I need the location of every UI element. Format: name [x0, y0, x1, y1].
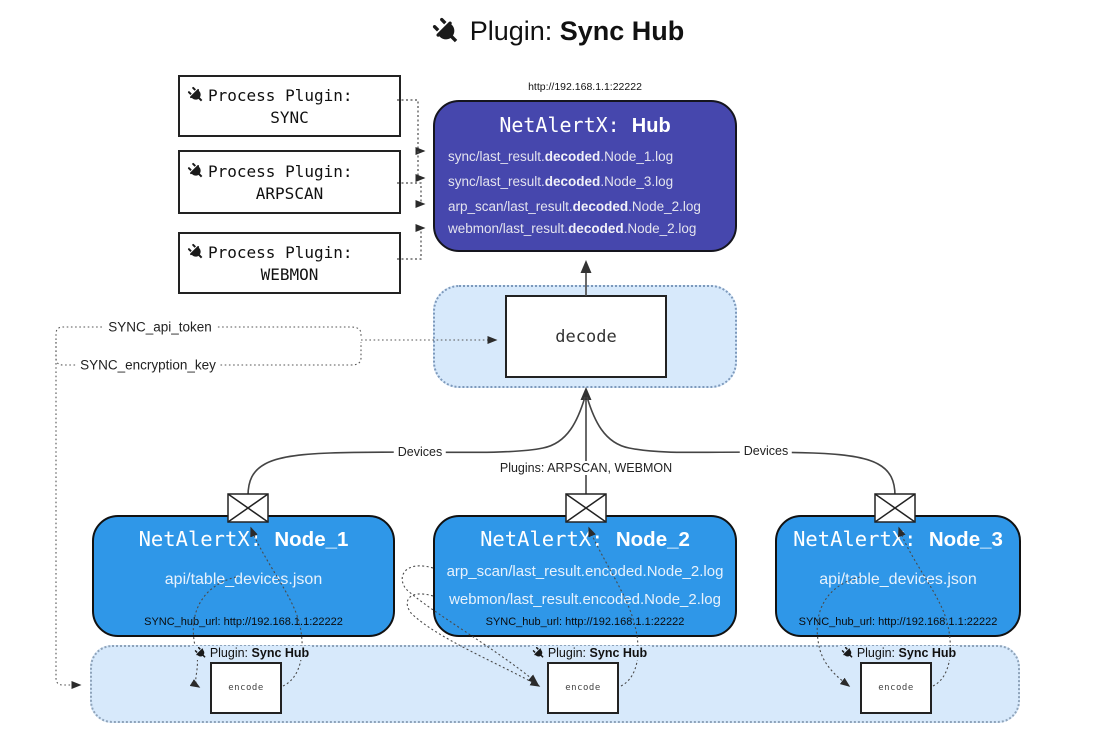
edge-label-devices-left: Devices: [393, 445, 447, 459]
page-title: Plugin: Sync Hub: [0, 16, 1117, 47]
edge-label-devices-right: Devices: [739, 444, 793, 458]
node-2-box: NetAlertX: Node_2 arp_scan/last_result.e…: [433, 515, 737, 637]
encode-box-node-2: encode: [547, 662, 619, 714]
node-line: api/table_devices.json: [164, 571, 323, 588]
plug-icon: [187, 86, 203, 102]
node-footer: SYNC_hub_url: http://192.168.1.1:22222: [798, 616, 998, 628]
node-3-box: NetAlertX: Node_3 api/table_devices.json…: [775, 515, 1021, 637]
process-plugin-label: Process Plugin:: [208, 242, 353, 262]
process-plugin-sync-box: Process Plugin: SYNC: [178, 75, 401, 137]
node-title: NetAlertX: Node_1: [138, 527, 349, 551]
node-line: webmon/last_result.encoded.Node_2.log: [449, 591, 721, 608]
encode-label: encode: [228, 683, 264, 693]
node-title: NetAlertX: Node_3: [793, 527, 1003, 551]
encode-label: encode: [565, 683, 601, 693]
decode-label: decode: [555, 326, 617, 347]
edge-label-plugins: Plugins: ARPSCAN, WEBMON: [495, 461, 677, 475]
process-plugin-name: SYNC: [270, 107, 309, 127]
band-plugin-label: Plugin: Sync Hub: [838, 646, 960, 660]
plug-icon: [432, 17, 457, 43]
hub-log-line: sync/last_result.decoded.Node_3.log: [448, 173, 674, 189]
hub-log-line: webmon/last_result.decoded.Node_2.log: [448, 221, 697, 236]
hub-box: NetAlertX: Hub sync/last_result.decoded.…: [433, 100, 737, 252]
plug-icon: [841, 646, 853, 658]
encode-label: encode: [878, 683, 914, 693]
process-plugin-label: Process Plugin:: [208, 161, 353, 181]
plug-icon: [532, 646, 544, 658]
hub-log-lines: sync/last_result.decoded.Node_1.log sync…: [435, 145, 735, 239]
node-footer: SYNC_hub_url: http://192.168.1.1:22222: [144, 616, 343, 628]
decode-box: decode: [505, 295, 667, 378]
sync-api-token-label: SYNC_api_token: [104, 319, 216, 335]
node-title: NetAlertX: Node_2: [480, 527, 690, 551]
hub-log-line: sync/last_result.decoded.Node_1.log: [448, 149, 674, 164]
process-plugin-name: ARPSCAN: [255, 183, 324, 203]
node-footer: SYNC_hub_url: http://192.168.1.1:22222: [485, 616, 685, 628]
process-plugin-name: WEBMON: [260, 264, 319, 284]
band-plugin-label: Plugin: Sync Hub: [191, 646, 313, 660]
band-plugin-label: Plugin: Sync Hub: [529, 646, 651, 660]
sync-encryption-key-label: SYNC_encryption_key: [76, 357, 220, 373]
hub-log-line: arp_scan/last_result.decoded.Node_2.log: [448, 199, 701, 214]
process-plugin-label: Process Plugin:: [208, 85, 353, 105]
title-text: Plugin: Sync Hub: [469, 16, 685, 46]
node-line: arp_scan/last_result.encoded.Node_2.log: [446, 563, 724, 580]
plug-icon: [187, 162, 203, 178]
encode-box-node-3: encode: [860, 662, 932, 714]
process-plugin-arpscan-box: Process Plugin: ARPSCAN: [178, 150, 401, 214]
encode-box-node-1: encode: [210, 662, 282, 714]
node-line: api/table_devices.json: [819, 571, 977, 588]
plug-icon: [194, 646, 206, 658]
process-plugin-webmon-box: Process Plugin: WEBMON: [178, 232, 401, 294]
node-1-box: NetAlertX: Node_1 api/table_devices.json…: [92, 515, 395, 637]
plug-icon: [187, 243, 203, 259]
hub-url: http://192.168.1.1:22222: [528, 81, 642, 93]
hub-title: NetAlertX: Hub: [499, 113, 671, 137]
